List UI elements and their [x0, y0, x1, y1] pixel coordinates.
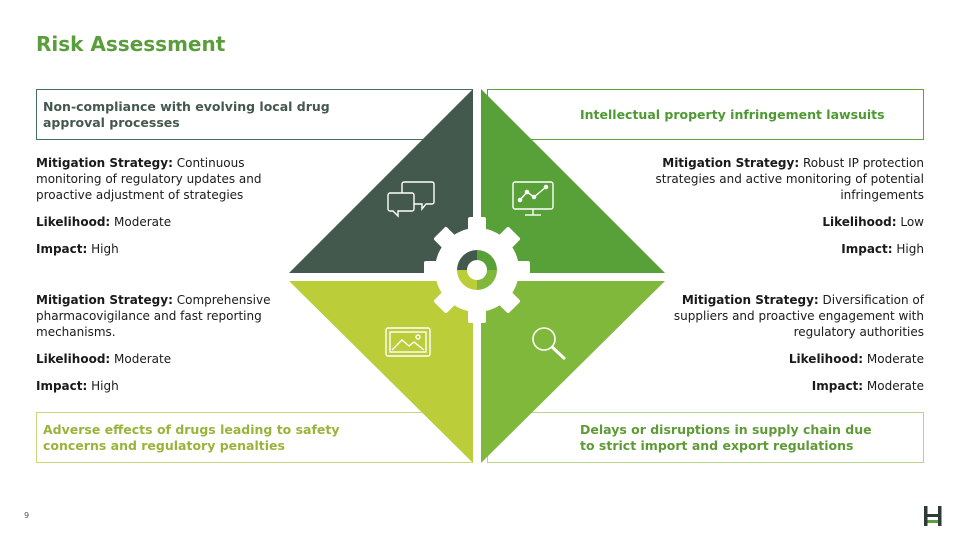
impact-value: High: [91, 379, 119, 393]
risk-heading-text: Adverse effects of drugs leading to safe…: [43, 421, 340, 453]
mitigation-line: Mitigation Strategy: Comprehensive pharm…: [36, 292, 276, 340]
image-frame-icon: [385, 327, 431, 357]
impact-label: Impact:: [36, 379, 88, 393]
impact-label: Impact:: [841, 242, 893, 256]
impact-value: High: [91, 242, 119, 256]
likelihood-line: Likelihood: Moderate: [654, 351, 924, 367]
mitigation-line: Mitigation Strategy: Continuous monitori…: [36, 155, 281, 203]
likelihood-line: Likelihood: Moderate: [36, 351, 276, 367]
risk-heading-top-left: Non-compliance with evolving local drug …: [36, 89, 473, 140]
impact-line: Impact: High: [654, 241, 924, 257]
impact-value: Moderate: [866, 379, 924, 393]
impact-line: Impact: High: [36, 241, 281, 257]
mitigation-text: Comprehensive pharmacovigilance and fast…: [36, 293, 271, 339]
mitigation-label: Mitigation Strategy:: [681, 293, 819, 307]
mitigation-label: Mitigation Strategy:: [662, 156, 800, 170]
risk-details-top-right: Mitigation Strategy: Robust IP protectio…: [654, 155, 925, 268]
mitigation-text: Continuous monitoring of regulatory upda…: [36, 156, 262, 202]
company-logo-icon: [924, 506, 942, 526]
likelihood-value: Moderate: [114, 215, 172, 229]
quadrant-bottom-left: [289, 281, 473, 463]
risk-heading-bottom-right: Delays or disruptions in supply chain du…: [487, 412, 924, 463]
mitigation-line: Mitigation Strategy: Diversification of …: [654, 292, 924, 340]
impact-line: Impact: Moderate: [654, 378, 924, 394]
impact-value: High: [896, 242, 924, 256]
mitigation-label: Mitigation Strategy:: [36, 156, 173, 170]
risk-heading-text: Intellectual property infringement lawsu…: [580, 106, 885, 122]
likelihood-line: Likelihood: Low: [654, 214, 924, 230]
mitigation-line: Mitigation Strategy: Robust IP protectio…: [654, 155, 925, 203]
likelihood-value: Moderate: [114, 352, 172, 366]
likelihood-value: Moderate: [866, 352, 924, 366]
likelihood-line: Likelihood: Moderate: [36, 214, 281, 230]
mitigation-text: Robust IP protection strategies and acti…: [655, 156, 925, 202]
risk-details-bottom-right: Mitigation Strategy: Diversification of …: [654, 292, 924, 405]
impact-label: Impact:: [811, 379, 864, 393]
likelihood-label: Likelihood:: [36, 215, 111, 229]
risk-heading-text: Non-compliance with evolving local drug …: [43, 98, 330, 130]
risk-heading-text: Delays or disruptions in supply chain du…: [580, 421, 872, 453]
likelihood-label: Likelihood:: [788, 352, 864, 366]
quadrant-top-right: [481, 89, 665, 273]
mitigation-label: Mitigation Strategy:: [36, 293, 173, 307]
quadrant-bottom-right: [481, 281, 665, 463]
chat-bubbles-icon: [387, 181, 435, 218]
page-number: 9: [24, 511, 30, 520]
mitigation-text: Diversification of suppliers and proacti…: [673, 293, 924, 339]
likelihood-label: Likelihood:: [822, 215, 897, 229]
slide-title: Risk Assessment: [36, 32, 226, 56]
risk-details-bottom-left: Mitigation Strategy: Comprehensive pharm…: [36, 292, 276, 405]
likelihood-label: Likelihood:: [36, 352, 111, 366]
likelihood-value: Low: [900, 215, 924, 229]
impact-line: Impact: High: [36, 378, 276, 394]
risk-details-top-left: Mitigation Strategy: Continuous monitori…: [36, 155, 281, 268]
monitor-chart-icon: [512, 181, 554, 216]
quadrant-top-left: [289, 89, 473, 273]
gear-icon: [424, 217, 530, 323]
impact-label: Impact:: [36, 242, 88, 256]
magnifier-icon: [532, 327, 567, 361]
